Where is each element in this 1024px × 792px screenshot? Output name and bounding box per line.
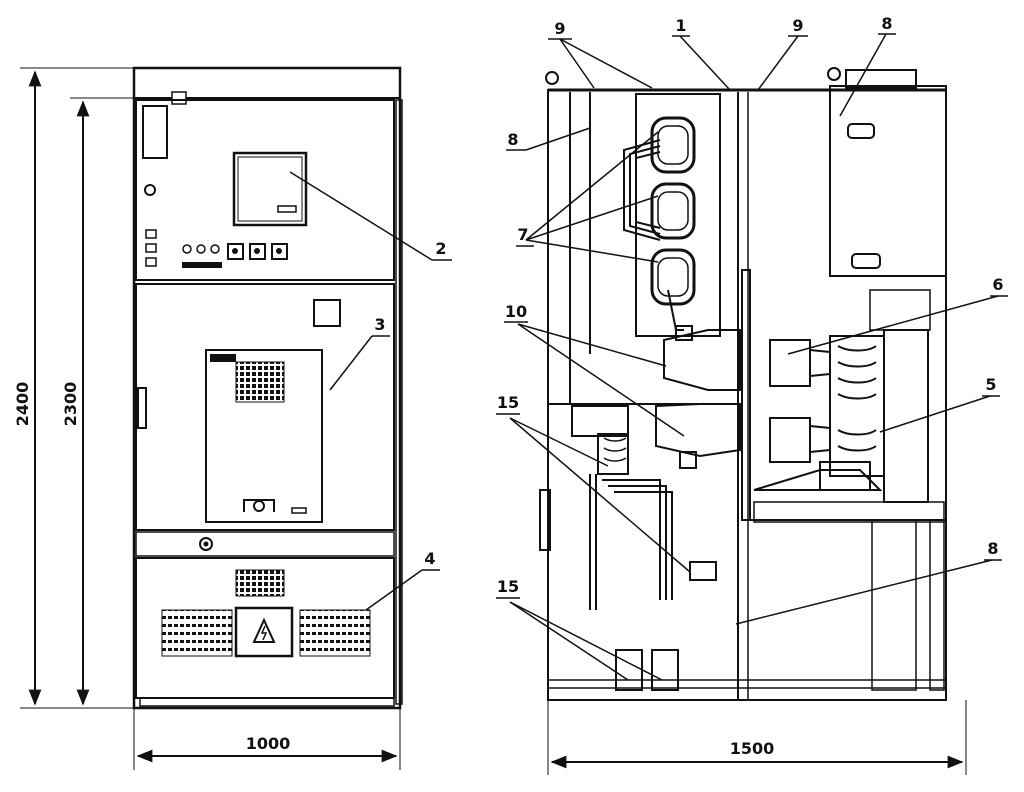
- cable-termination-1: [615, 649, 643, 691]
- front-cabinet-outline: [132, 66, 402, 710]
- cable-vent-left: [161, 609, 233, 657]
- callout-4: 4: [424, 549, 435, 568]
- breaker-mechanism: [883, 329, 929, 503]
- cable-vent-small: [235, 569, 285, 597]
- cable-clamp: [689, 561, 717, 581]
- ct-1: [650, 116, 696, 174]
- selector-switch-1: [227, 243, 244, 260]
- selector-switch-3: [271, 243, 288, 260]
- dim-2400-label: 2400: [13, 382, 32, 427]
- warning-plate: [234, 606, 294, 658]
- truck-rail: [753, 501, 945, 523]
- ct-3: [650, 248, 696, 306]
- callout-3: 3: [374, 315, 385, 334]
- earthing-switch-socket: [199, 537, 213, 551]
- callout-9-right: 9: [792, 16, 803, 35]
- front-side-rail: [395, 99, 403, 705]
- ct-2: [650, 182, 696, 240]
- voltage-transformer: [597, 433, 629, 475]
- callout-5: 5: [985, 375, 996, 394]
- button-2: [196, 244, 206, 254]
- breaker-truck: [753, 469, 883, 491]
- upper-contact-spout: [663, 329, 741, 391]
- lower-contact-spout: [655, 403, 741, 458]
- lifting-eye-right: [827, 67, 841, 81]
- cable-vent-right: [299, 609, 371, 657]
- vt-top: [571, 405, 629, 437]
- side-frame: [547, 89, 947, 701]
- inspection-window: [313, 299, 341, 327]
- label-strip: [182, 262, 222, 268]
- door-handle: [137, 387, 147, 429]
- breaker-lower-contact: [769, 417, 811, 463]
- indicator-window: [142, 105, 168, 159]
- callout-1: 1: [675, 16, 686, 35]
- warning-icon: [252, 617, 276, 643]
- callout-15-upper: 15: [497, 393, 519, 412]
- side-plinth: [547, 687, 947, 701]
- button-1: [182, 244, 192, 254]
- switch-c: [145, 257, 157, 267]
- top-latch: [171, 91, 187, 105]
- callout-2: 2: [435, 239, 446, 258]
- current-transformer-plate: [635, 93, 721, 337]
- callout-8-bottom: 8: [987, 539, 998, 558]
- lv-box: [829, 85, 947, 277]
- breaker-compartment-door: [135, 283, 395, 531]
- callout-10: 10: [505, 302, 527, 321]
- front-plinth: [139, 697, 395, 707]
- interlock-strip: [135, 531, 395, 557]
- breaker-front-panel: [205, 349, 323, 523]
- cable-bundle: [589, 474, 673, 610]
- switch-b: [145, 243, 157, 253]
- side-view: 1500 9 1 9 8 8 7 10 15 15: [496, 14, 1008, 775]
- dim-1000-label: 1000: [246, 734, 291, 753]
- side-handle: [539, 489, 551, 551]
- callout-15-lower: 15: [497, 577, 519, 596]
- shutter-bar: [741, 269, 751, 521]
- dim-1500-label: 1500: [730, 739, 775, 758]
- breaker-vent-grille: [235, 361, 285, 403]
- selector-switch-2: [249, 243, 266, 260]
- circuit-breaker-pole: [829, 335, 885, 477]
- breaker-upper-contact: [769, 339, 811, 387]
- lifting-eye-left: [545, 71, 559, 85]
- lv-compartment-door: [135, 99, 395, 281]
- button-3: [210, 244, 220, 254]
- indicator-lamp: [144, 184, 156, 196]
- protection-relay: [232, 151, 308, 227]
- callout-6: 6: [992, 275, 1003, 294]
- callout-9-left: 9: [554, 19, 565, 38]
- cable-termination-2: [651, 649, 679, 691]
- callout-8-left: 8: [507, 130, 518, 149]
- callout-8-top: 8: [881, 14, 892, 33]
- front-view: 2400 2300 1000 2 3 4: [13, 66, 452, 770]
- switch-a: [145, 229, 157, 239]
- callout-7: 7: [517, 225, 528, 244]
- dim-2300-label: 2300: [61, 382, 80, 427]
